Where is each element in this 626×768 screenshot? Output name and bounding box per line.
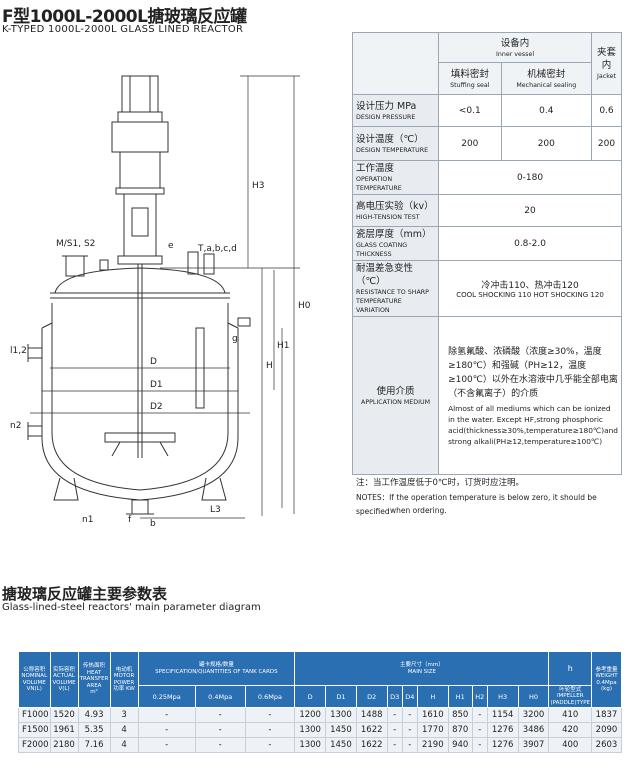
col-size-d3: D3 <box>386 685 403 708</box>
note-en-cont: when ordering. <box>390 506 447 515</box>
label-h: H <box>266 361 273 371</box>
temp-jacket: 200 <box>591 126 622 161</box>
coat-label: 瓷层厚度（mm） GLASS COATING THICKNESS <box>351 226 440 261</box>
label-h0: H0 <box>298 301 311 311</box>
col-h: h <box>548 651 592 686</box>
col-nominal: 公称容积 NOMINAL VOLUME VN(L) <box>18 651 51 708</box>
col-size-h: H <box>416 685 449 708</box>
section-subtitle: Glass-lined-steel reactors' main paramet… <box>2 602 261 613</box>
label-n1: n1 <box>82 515 93 525</box>
temp-mech: 200 <box>500 126 593 161</box>
label-l3: L3 <box>210 505 221 515</box>
col-actual: 实际容积 ACTUAL VOLUME V(L) <box>49 651 79 708</box>
ht-value: 20 <box>438 194 622 227</box>
table-row: F1000 1520 4.93 3 - - - 1200 1300 1488 -… <box>18 707 622 723</box>
col-size-d1: D1 <box>325 685 357 708</box>
col-motor: 电动机 MOTOR POWER 功率 KW <box>109 651 139 708</box>
label-b: b <box>150 519 156 528</box>
shock-value: 冷冲击110、热冲击120 COOL SHOCKING 110 HOT SHOC… <box>438 260 622 317</box>
col-size-h2: H2 <box>471 685 488 708</box>
pressure-jacket: 0.6 <box>591 94 622 127</box>
col-size-d4: D4 <box>401 685 418 708</box>
medium-value: 除氢氟酸、浓磷酸（浓度≥30%，温度≥180℃）和强碱（PH≥12，温度≥100… <box>438 316 622 475</box>
inner-vessel-header: 设备内 Inner vessel <box>438 32 592 63</box>
spec-table: 设备内 Inner vessel 夹套内 Jacket 填料密封 Stuffin… <box>351 32 622 475</box>
temp-stuffing: 200 <box>438 126 502 161</box>
note-cn: 注：当工作温度低于0℃时，订货时应注明。 <box>356 478 524 488</box>
label-h3: H3 <box>252 181 265 191</box>
ht-label: 高电压实验（kv） HIGH-TENSION TEST <box>351 194 440 227</box>
shock-label: 耐温差急变性（℃） RESISTANCE TO SHARP TEMPERATUR… <box>351 260 440 317</box>
design-pressure-label: 设计压力 MPa DESIGN PRESSURE <box>351 94 440 127</box>
table-row: F2000 2180 7.16 4 - - - 1300 1450 1622 -… <box>18 737 622 753</box>
reactor-drawing: M/S1, S2 T,a,b,c,d e H3 H0 H H1 g l1,2 n… <box>10 75 311 528</box>
label-e: e <box>168 241 174 251</box>
stuffing-header: 填料密封 Stuffing seal <box>438 62 502 95</box>
parameter-table: 公称容积 NOMINAL VOLUME VN(L) 实际容积 ACTUAL VO… <box>18 651 622 753</box>
label-g: g <box>232 334 238 344</box>
col-card-3: 0.6Mpa <box>244 685 296 708</box>
col-size-h1: H1 <box>447 685 473 708</box>
medium-label: 使用介质 APPLICATION MEDIUM <box>351 316 440 475</box>
pressure-stuffing: <0.1 <box>438 94 502 127</box>
pressure-mech: 0.4 <box>500 94 593 127</box>
label-top-ports: T,a,b,c,d <box>197 244 237 254</box>
col-size-d: D <box>294 685 327 708</box>
label-h1: H1 <box>277 341 290 351</box>
label-d: D <box>150 357 157 367</box>
col-cards: 罐卡规格/数量 SPECIFICATION/QUANTITIES OF TANK… <box>137 651 296 686</box>
col-size-h3: H3 <box>486 685 519 708</box>
op-temp-value: 0-180 <box>438 160 622 195</box>
col-card-1: 0.25Mpa <box>137 685 196 708</box>
col-size-d2: D2 <box>355 685 388 708</box>
col-impeller: 叶轮型式 IMPELLER (PADDLE)TYPE <box>548 685 592 708</box>
page-title: F型1000L-2000L搪玻璃反应罐 <box>2 7 247 27</box>
table-row: F1500 1961 5.35 4 - - - 1300 1450 1622 -… <box>18 722 622 738</box>
coat-value: 0.8-2.0 <box>438 226 622 261</box>
design-temp-label: 设计温度（℃） DESIGN TEMPERATURE <box>351 126 440 161</box>
col-size-h0: H0 <box>517 685 550 708</box>
section-title: 搪玻璃反应罐主要参数表 <box>2 585 168 603</box>
op-temp-label: 工作温度 OPERATION TEMPERATURE <box>351 160 440 195</box>
mech-header: 机械密封 Mechanical sealing <box>500 62 593 95</box>
label-d1: D1 <box>150 380 163 390</box>
label-nozzles: M/S1, S2 <box>56 239 95 249</box>
col-area: 传热面积 HEAT TRANSFER AREA m² <box>77 651 111 708</box>
col-main-size: 主要尺寸（mm） MAIN SIZE <box>294 651 550 686</box>
label-f: f <box>128 515 132 525</box>
note-en: NOTES：If the operation temperature is be… <box>356 493 597 516</box>
col-card-2: 0.4Mpa <box>194 685 246 708</box>
jacket-header: 夹套内 Jacket <box>591 32 622 95</box>
page-subtitle: K-TYPED 1000L-2000L GLASS LINED REACTOR <box>2 24 244 35</box>
col-weight: 参考重量 WEIGHT 0.4Mpa (kg) <box>591 651 622 708</box>
label-l12: l1,2 <box>10 346 27 356</box>
label-n2: n2 <box>10 421 21 431</box>
label-d2: D2 <box>150 402 163 412</box>
